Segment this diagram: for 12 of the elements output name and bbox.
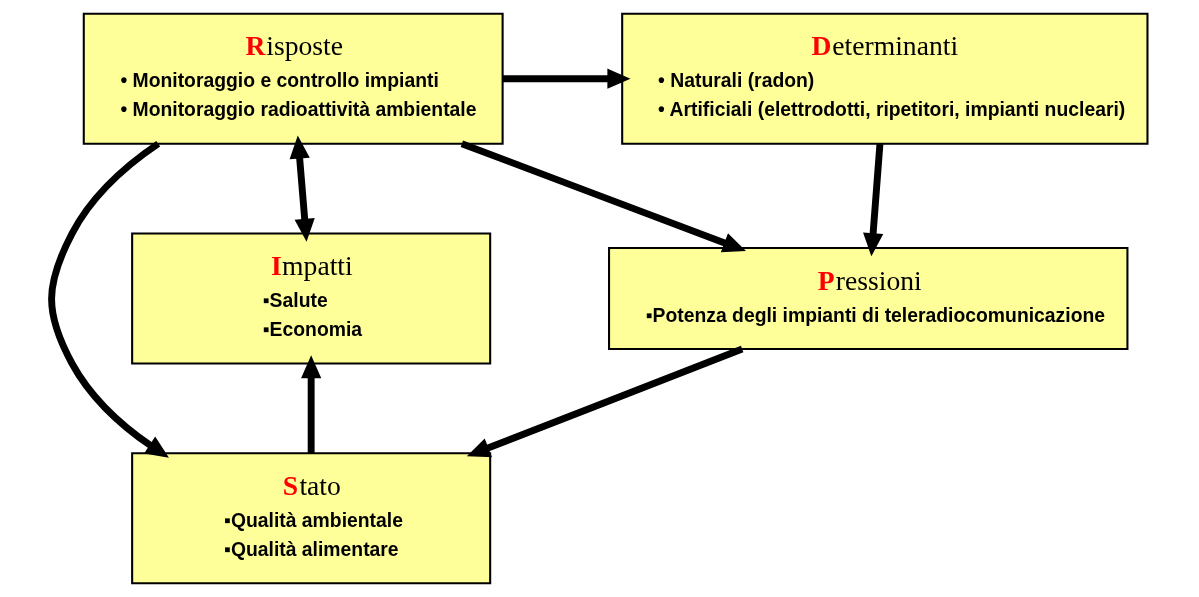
node-box: Impatti ▪Salute ▪Economia xyxy=(131,232,492,365)
arrow xyxy=(863,143,884,257)
node-box: Determinanti • Naturali (radon) • Artificiali (elettrodotti, ripetitori, impianti nucleari) xyxy=(621,12,1149,145)
arrow xyxy=(289,135,315,242)
node-box: Risposte • Monitoraggio e controllo impianti • Monitoraggio radioattività ambientale xyxy=(82,12,504,145)
arrow xyxy=(466,345,744,458)
arrow xyxy=(301,355,322,454)
arrow xyxy=(502,68,631,89)
arrow xyxy=(48,140,169,458)
node-box: Pressioni ▪Potenza degli impianti di teleradiocomunicazione xyxy=(608,247,1129,350)
node-box: Stato ▪Qualità ambientale ▪Qualità alimentare xyxy=(131,452,492,585)
arrow xyxy=(460,140,747,253)
